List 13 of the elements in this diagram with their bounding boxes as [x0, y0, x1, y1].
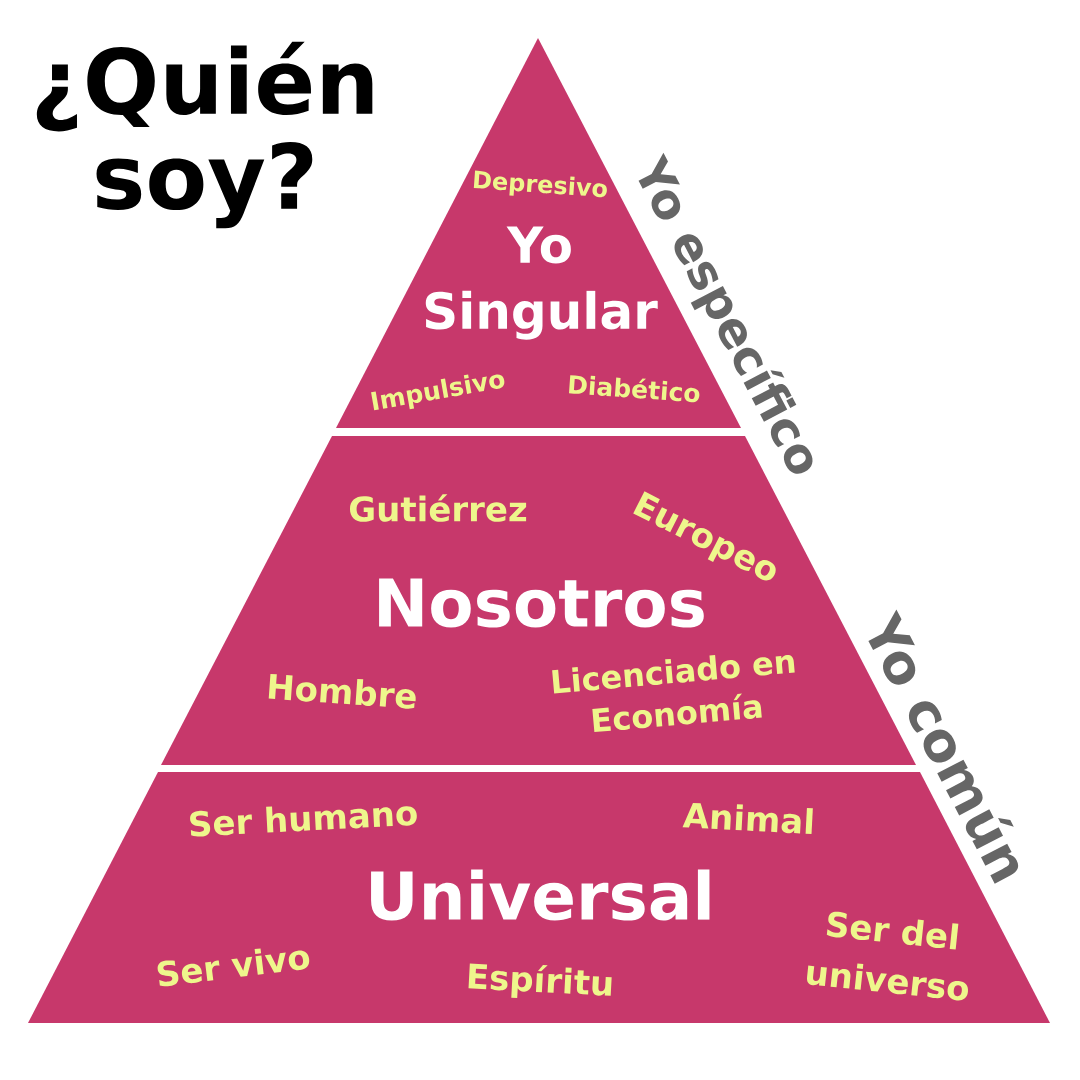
trait-word: Animal [682, 802, 813, 834]
trait-word: Impulsivo [371, 374, 505, 411]
trait-word: Espíritu [468, 963, 612, 998]
title: ¿Quién soy? [36, 41, 373, 229]
trait-word: Ser vivo [157, 948, 310, 987]
trait-word: Licenciado en Economía [552, 655, 795, 733]
trait-word: Ser del universo [807, 911, 969, 1001]
trait-word: Hombre [268, 673, 416, 709]
tier-title: Universal [371, 869, 710, 921]
trait-word: Depresivo [473, 170, 607, 198]
trait-word: Gutiérrez [349, 494, 527, 522]
tier-title: Yo Singular [425, 226, 658, 340]
trait-word: Ser humano [190, 806, 417, 837]
